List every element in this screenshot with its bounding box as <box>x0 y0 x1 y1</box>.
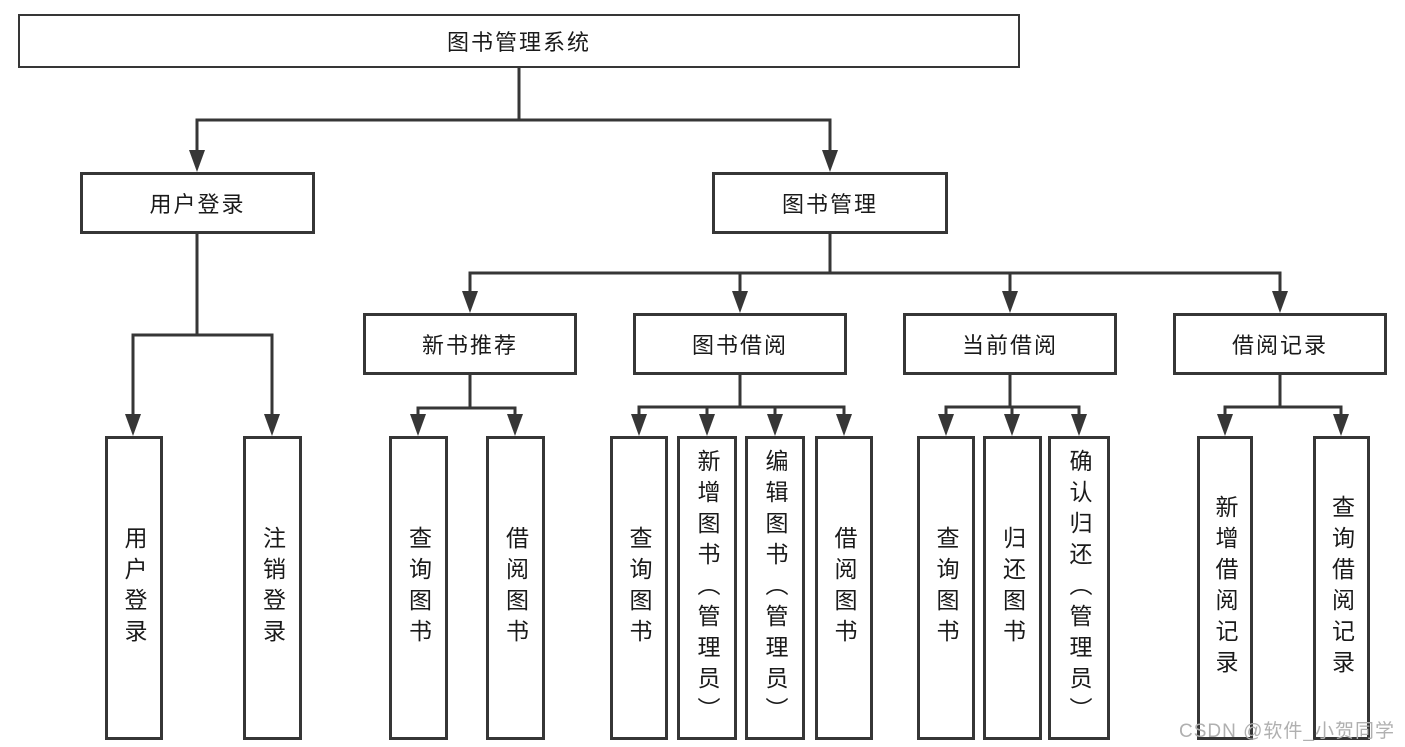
node-current-borrowing: 当前借阅 <box>903 313 1117 375</box>
node-book-management: 图书管理 <box>712 172 948 234</box>
node-label: 查询借阅记录 <box>1328 495 1355 681</box>
node-label: 新增图书（管理员） <box>694 448 720 728</box>
node-label: 当前借阅 <box>961 333 1058 358</box>
leaf-current-return-books: 归还图书 <box>983 436 1042 740</box>
node-label: 新书推荐 <box>421 333 518 358</box>
node-label: 图书管理系统 <box>446 30 591 55</box>
node-label: 借阅图书 <box>502 526 529 650</box>
node-book-borrowing: 图书借阅 <box>633 313 847 375</box>
node-label: 确认归还（管理员） <box>1066 448 1092 728</box>
node-label: 新增借阅记录 <box>1212 495 1238 681</box>
leaf-borrow-edit-books-admin: 编辑图书（管理员） <box>745 436 805 740</box>
node-new-book-recommendation: 新书推荐 <box>363 313 577 375</box>
node-label: 归还图书 <box>999 526 1026 650</box>
leaf-newbook-query-books: 查询图书 <box>389 436 448 740</box>
node-label: 用户登录 <box>121 526 147 650</box>
leaf-records-query-borrow-record: 查询借阅记录 <box>1313 436 1370 740</box>
node-library-management-system: 图书管理系统 <box>18 14 1020 68</box>
node-label: 用户登录 <box>149 192 246 217</box>
node-label: 借阅记录 <box>1231 333 1328 358</box>
node-borrowing-records: 借阅记录 <box>1173 313 1387 375</box>
leaf-current-confirm-return-admin: 确认归还（管理员） <box>1048 436 1110 740</box>
leaf-user-login-action: 用户登录 <box>105 436 163 740</box>
leaf-current-query-books: 查询图书 <box>917 436 975 740</box>
node-label: 查询图书 <box>626 526 652 650</box>
leaf-borrow-add-books-admin: 新增图书（管理员） <box>677 436 737 740</box>
node-label: 借阅图书 <box>831 526 857 650</box>
leaf-borrow-borrow-books: 借阅图书 <box>815 436 873 740</box>
leaf-records-add-borrow-record: 新增借阅记录 <box>1197 436 1253 740</box>
node-label: 图书借阅 <box>691 333 788 358</box>
csdn-watermark: CSDN @软件_小贺同学 <box>1179 721 1395 742</box>
leaf-newbook-borrow-books: 借阅图书 <box>486 436 545 740</box>
node-label: 注销登录 <box>259 526 286 650</box>
node-label: 图书管理 <box>781 192 878 217</box>
node-label: 查询图书 <box>405 526 432 650</box>
leaf-borrow-query-books: 查询图书 <box>610 436 668 740</box>
node-user-login: 用户登录 <box>80 172 315 234</box>
node-label: 编辑图书（管理员） <box>762 448 788 728</box>
node-label: 查询图书 <box>933 526 959 650</box>
leaf-logout-action: 注销登录 <box>243 436 302 740</box>
